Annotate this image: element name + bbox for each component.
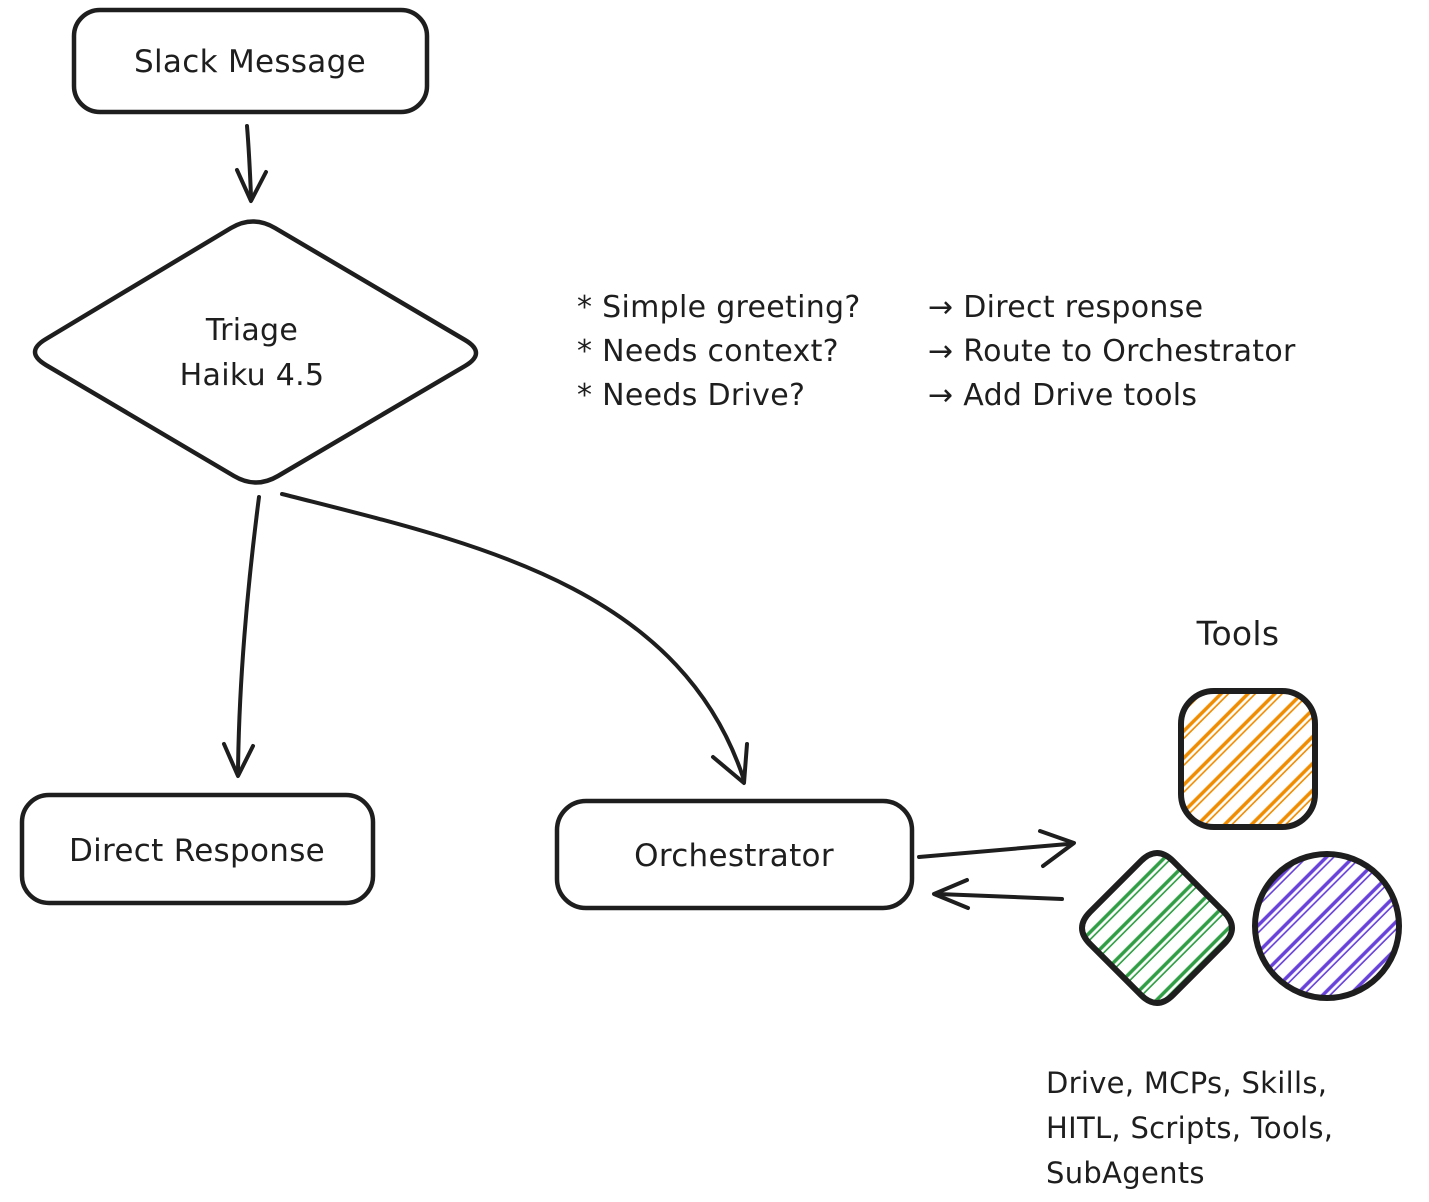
arrow-orchestrator-to-tools <box>917 829 1076 868</box>
tools-circle-shape <box>1252 851 1402 1001</box>
tools-caption-line1: Drive, MCPs, Skills, <box>1046 1066 1327 1100</box>
rule-1-question: * Simple greeting? <box>577 290 861 325</box>
rule-3-question: * Needs Drive? <box>577 378 805 413</box>
node-direct-response: Direct Response <box>19 792 376 906</box>
orchestrator-box <box>554 798 915 911</box>
rule-1-result: → Direct response <box>928 290 1203 325</box>
node-triage-diamond: Triage Haiku 4.5 <box>32 219 479 485</box>
slack-message-label: Slack Message <box>134 44 366 80</box>
tools-diamond-shape <box>1079 850 1235 1006</box>
tools-square-shape <box>1178 688 1318 830</box>
tools-caption-line3: SubAgents <box>1046 1156 1205 1190</box>
arrow-slack-to-triage <box>235 124 268 203</box>
tools-caption-line2: HITL, Scripts, Tools, <box>1046 1111 1333 1145</box>
node-orchestrator: Orchestrator <box>554 798 915 911</box>
triage-label-line2: Haiku 4.5 <box>180 358 325 393</box>
rule-2-result: → Route to Orchestrator <box>928 334 1296 369</box>
arrow-triage-to-orchestrator <box>280 492 749 785</box>
direct-response-box <box>19 792 376 906</box>
slack-message-box <box>71 7 430 115</box>
rule-2-question: * Needs context? <box>577 334 839 369</box>
triage-label-line1: Triage <box>205 313 298 348</box>
direct-response-label: Direct Response <box>69 833 325 869</box>
tools-label: Tools <box>1196 614 1280 653</box>
arrow-triage-to-direct-response <box>222 495 261 778</box>
arrow-tools-to-orchestrator <box>932 878 1064 910</box>
rule-3-result: → Add Drive tools <box>928 378 1197 413</box>
triage-diamond-shape <box>32 219 479 485</box>
triage-rules-annotation: * Simple greeting? → Direct response * N… <box>577 290 1296 413</box>
node-slack-message: Slack Message <box>71 7 430 115</box>
orchestrator-label: Orchestrator <box>634 838 834 874</box>
tools-cluster: Tools Drive, MCPs, Skills, HITL, Scripts… <box>1046 614 1402 1190</box>
